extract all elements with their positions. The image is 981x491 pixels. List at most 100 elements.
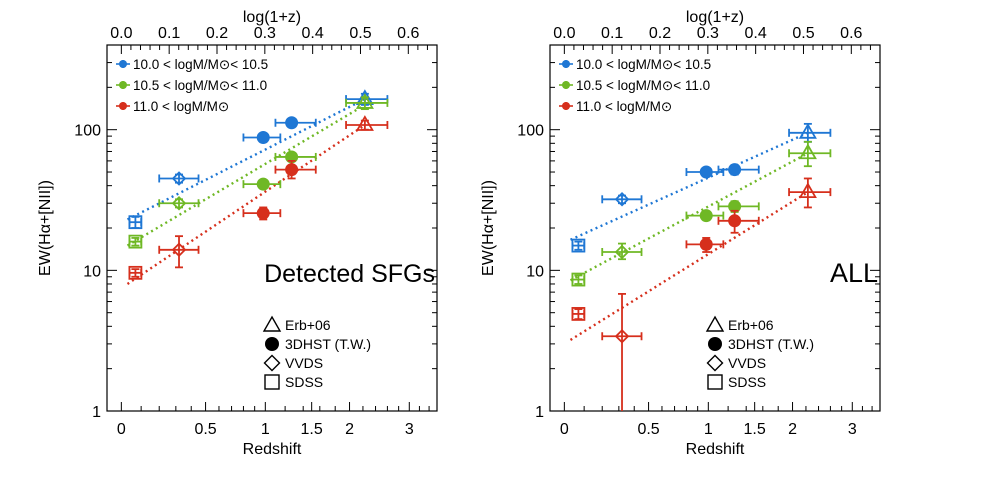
- data-point: [717, 163, 760, 177]
- data-point: [685, 165, 725, 179]
- legend-marker: [562, 60, 570, 68]
- legend-triangle: [262, 315, 282, 332]
- symbol-legend-label: SDSS: [728, 374, 766, 390]
- marker-diamond: [171, 171, 187, 186]
- data-point: [274, 159, 317, 180]
- symbol-legend-item: 3DHST (T.W.): [265, 336, 371, 352]
- fit-line: [126, 98, 366, 221]
- legend-label: 11.0 < logM/M⊙: [133, 99, 229, 114]
- data-point: [158, 235, 200, 269]
- legend-circle: [265, 337, 279, 351]
- symbol-legend-label: SDSS: [285, 374, 323, 390]
- x2-tick-label: 0.5: [349, 25, 371, 42]
- legend-item: 10.0 < logM/M⊙< 10.5: [116, 57, 268, 72]
- symbol-legend-item: SDSS: [264, 374, 323, 390]
- x-tick-label: 2: [788, 421, 797, 438]
- legend-marker: [119, 60, 127, 68]
- marker-circle: [728, 214, 742, 228]
- legend-marker: [562, 81, 570, 89]
- y-tick-label: 1: [535, 404, 544, 421]
- data-point: [601, 242, 643, 261]
- data-point: [128, 215, 143, 230]
- panel-annotation: Detected SFGs: [264, 260, 435, 288]
- marker-circle: [699, 237, 713, 251]
- y-tick-label: 10: [83, 263, 101, 280]
- data-point: [788, 177, 832, 209]
- x-tick-label: 3: [405, 421, 414, 438]
- x-tick-label: 1.5: [301, 421, 323, 438]
- legend-label: 10.5 < logM/M⊙< 11.0: [133, 78, 267, 93]
- x2-tick-label: 0.0: [553, 25, 575, 42]
- marker-square: [128, 234, 143, 249]
- y-tick-label: 100: [517, 123, 544, 140]
- data-point: [601, 192, 643, 207]
- legend-item: 11.0 < logM/M⊙: [559, 99, 672, 114]
- x2-tick-label: 0.1: [158, 25, 180, 42]
- data-point: [601, 293, 643, 411]
- legend-label: 11.0 < logM/M⊙: [576, 99, 672, 114]
- marker-square: [571, 272, 586, 287]
- x2-tick-label: 0.6: [397, 25, 419, 42]
- marker-triangle: [798, 143, 817, 160]
- data-point: [158, 171, 200, 186]
- data-point: [685, 209, 725, 223]
- data-point: [128, 234, 143, 249]
- marker-square: [128, 265, 143, 280]
- marker-circle: [256, 206, 270, 220]
- marker-circle: [699, 165, 713, 179]
- legend-label: 10.0 < logM/M⊙< 10.5: [576, 57, 711, 72]
- symbol-legend-item: VVDS: [706, 354, 766, 372]
- marker-diamond: [171, 242, 187, 258]
- x2-axis-label: log(1+z): [243, 9, 301, 26]
- marker-diamond: [614, 244, 630, 260]
- symbol-legend-label: 3DHST (T.W.): [285, 336, 371, 352]
- legend-diamond: [263, 354, 281, 372]
- legend-item: 11.0 < logM/M⊙: [116, 99, 229, 114]
- symbol-legend-item: 3DHST (T.W.): [708, 336, 814, 352]
- x-tick-label: 1: [704, 421, 713, 438]
- y-tick-label: 1: [92, 404, 101, 421]
- legend-triangle: [705, 315, 725, 332]
- data-point: [717, 199, 760, 213]
- marker-circle: [256, 130, 270, 144]
- symbol-legend-item: VVDS: [263, 354, 323, 372]
- x-axis-label: Redshift: [686, 441, 745, 458]
- legend-diamond: [706, 354, 724, 372]
- marker-square: [571, 307, 586, 321]
- symbol-legend-item: Erb+06: [262, 315, 331, 333]
- data-point: [788, 122, 832, 143]
- panel-annotation: ALL: [830, 258, 878, 288]
- x-tick-label: 3: [848, 421, 857, 438]
- marker-triangle: [355, 93, 374, 109]
- marker-circle: [699, 209, 713, 223]
- x-tick-label: 2: [345, 421, 354, 438]
- data-point: [242, 177, 282, 191]
- x2-tick-label: 0.2: [649, 25, 671, 42]
- marker-triangle: [798, 123, 817, 139]
- marker-circle: [285, 163, 299, 177]
- marker-square: [128, 215, 143, 230]
- y-axis-label: EW(Hα+[NII]): [480, 180, 497, 276]
- marker-circle: [285, 116, 299, 130]
- x2-tick-label: 0.2: [206, 25, 228, 42]
- data-point: [158, 195, 200, 211]
- x-tick-label: 1: [261, 421, 270, 438]
- x-tick-label: 1.5: [744, 421, 766, 438]
- marker-circle: [256, 177, 270, 191]
- marker-diamond: [614, 192, 630, 207]
- marker-diamond: [614, 328, 630, 344]
- legend-circle: [708, 337, 722, 351]
- x-tick-label: 0: [560, 421, 569, 438]
- y-tick-label: 10: [526, 263, 544, 280]
- data-point: [788, 140, 832, 168]
- marker-diamond: [171, 195, 187, 211]
- x2-tick-label: 0.4: [302, 25, 324, 42]
- fit-line: [569, 131, 809, 241]
- x2-tick-label: 0.1: [601, 25, 623, 42]
- x-axis-label: Redshift: [243, 441, 302, 458]
- x2-tick-label: 0.4: [745, 25, 767, 42]
- x-tick-label: 0.5: [637, 421, 659, 438]
- data-point: [242, 206, 282, 221]
